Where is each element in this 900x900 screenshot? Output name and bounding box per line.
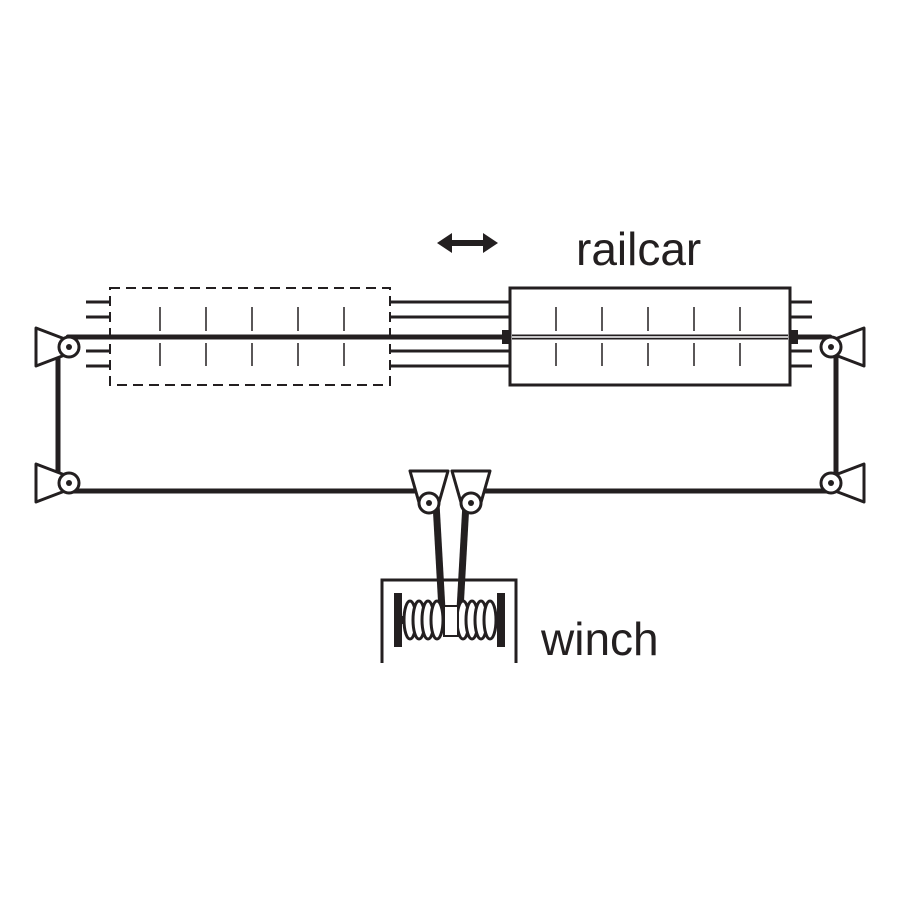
winch-label: winch xyxy=(540,613,659,665)
winch-icon xyxy=(380,578,518,663)
pulley-winch-left-icon xyxy=(408,469,450,515)
pulley-top-right-icon xyxy=(819,326,866,368)
pulley-bottom-left-icon xyxy=(34,462,81,504)
motion-arrow xyxy=(437,233,498,253)
winch-lead-cables xyxy=(432,502,470,611)
railcar xyxy=(502,286,798,387)
pulley-winch-right-icon xyxy=(450,469,492,515)
pulley-top-left-icon xyxy=(34,326,81,368)
railcar-label: railcar xyxy=(576,223,701,275)
cable xyxy=(55,334,839,494)
pulley-bottom-right-icon xyxy=(819,462,866,504)
